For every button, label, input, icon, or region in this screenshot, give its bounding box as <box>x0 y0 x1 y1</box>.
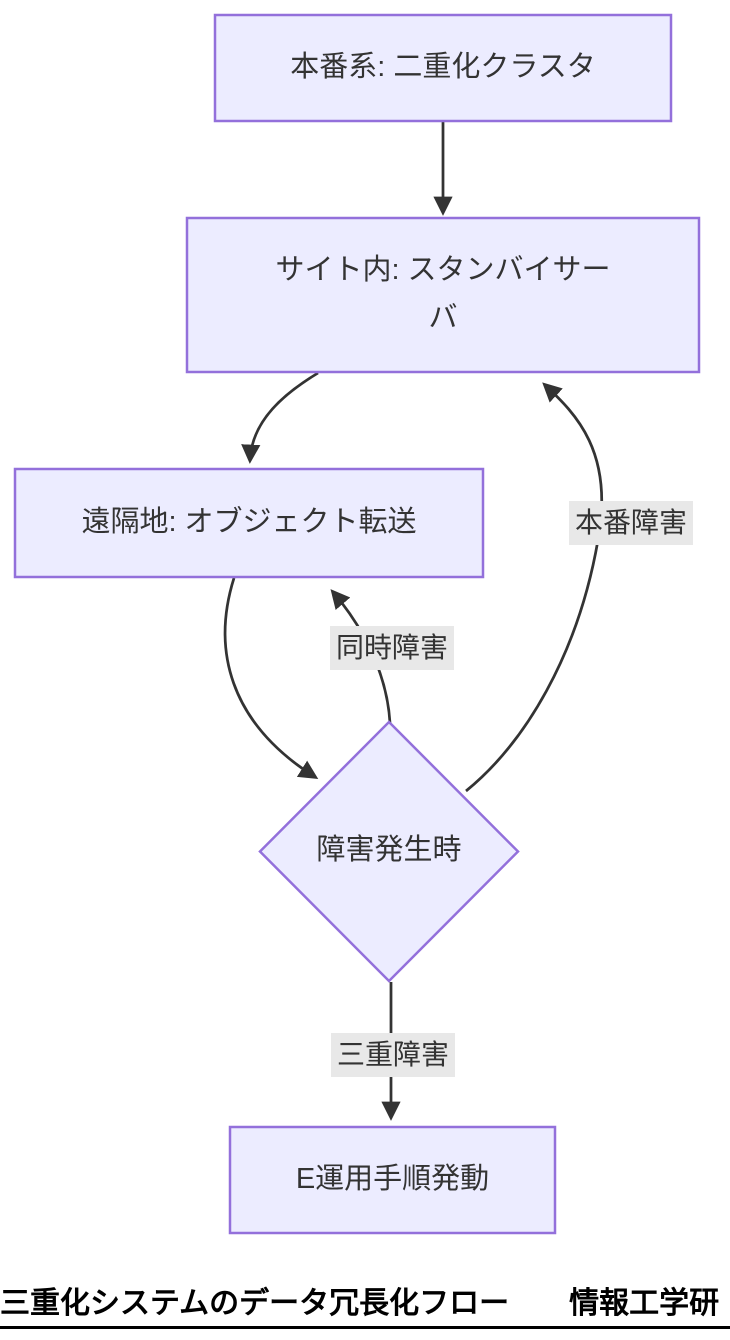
node-emergency-box <box>228 1125 557 1235</box>
node-remote-box <box>13 467 485 579</box>
edge-label-triple-failure: 三重障害 <box>330 1033 456 1077</box>
node-failure-label: 障害発生時 <box>316 834 462 867</box>
node-standby-box <box>185 216 701 374</box>
node-standby-label: サイト内: スタンバイサーバ <box>275 254 611 334</box>
edge-label-production-failure: 本番障害 <box>568 501 694 545</box>
edge-label-simultaneous-failure: 同時障害 <box>329 626 455 670</box>
edge-remote-to-failure <box>223 577 319 780</box>
node-failure-diamond <box>258 720 520 983</box>
node-emergency-label: E運用手順発動 <box>295 1163 490 1196</box>
node-production-box <box>213 13 673 123</box>
node-production-label: 本番系: 二重化クラスタ <box>290 51 596 84</box>
node-remote-label: 遠隔地: オブジェクト転送 <box>81 506 417 539</box>
edge-standby-to-remote <box>241 371 319 464</box>
diagram-caption: 三重化システムのデータ冗長化フロー 情報工学研 <box>0 1283 730 1329</box>
edge-failure-to-standby <box>465 382 604 793</box>
